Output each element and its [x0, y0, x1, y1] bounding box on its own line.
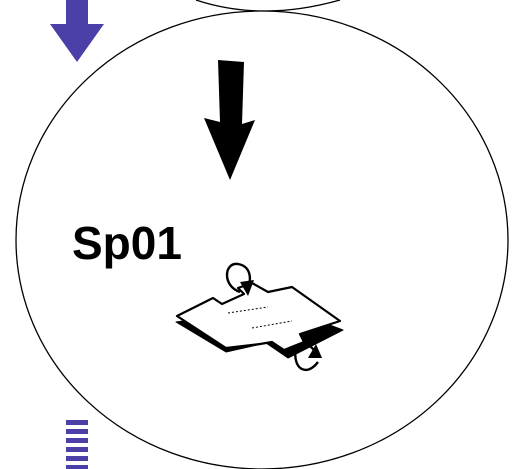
rotate-arrow-bottom-icon	[294, 342, 322, 372]
rotate-arrow-top-icon	[225, 262, 254, 296]
part-top-face	[175, 281, 342, 352]
previous-step-bubble	[195, 0, 341, 12]
flow-arrow-icon	[50, 0, 104, 62]
step-circle	[15, 10, 509, 469]
step-label: Sp01	[72, 217, 182, 269]
main-down-arrow-icon	[204, 60, 255, 180]
stack-lines-icon	[66, 420, 88, 469]
